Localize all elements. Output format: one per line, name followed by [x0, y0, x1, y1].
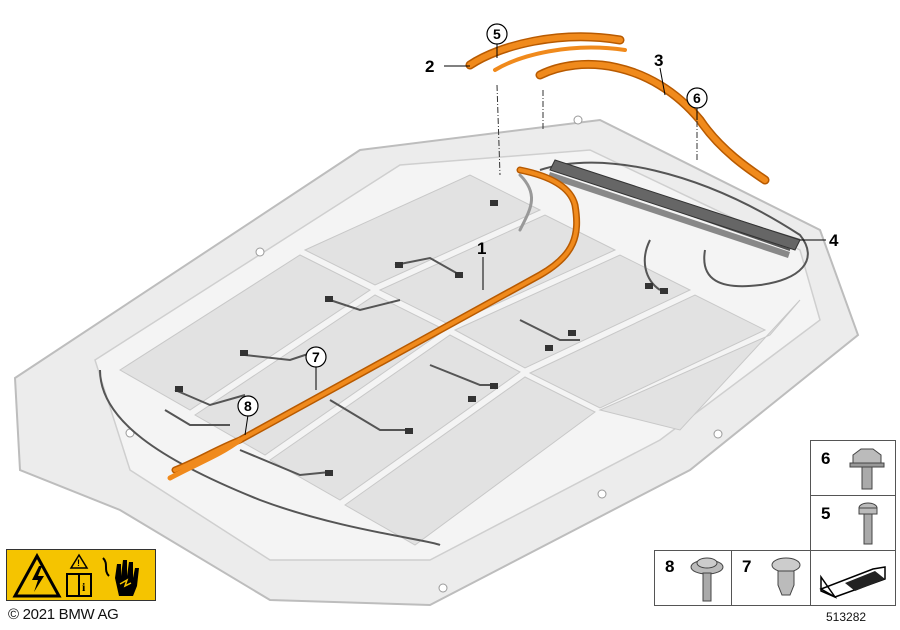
flange-bolt-icon [849, 448, 885, 490]
callout-2: 2 [425, 57, 434, 76]
callout-5: 5 [493, 26, 501, 42]
diagram-reference-number: 513282 [826, 610, 867, 624]
callout-5-circle: 5 [486, 23, 508, 45]
warning-icons: ! i [12, 552, 139, 598]
torx-screw-icon [858, 502, 878, 545]
callout-4: 4 [829, 231, 839, 250]
collar-screw-icon [690, 557, 724, 602]
direction-arrow-icon [819, 566, 886, 599]
high-voltage-warning-icon [12, 552, 62, 598]
hv-harness-main [167, 166, 581, 481]
callout-1: 1 [477, 239, 486, 258]
plastic-clip-icon [771, 557, 801, 596]
leader-lines [244, 44, 826, 436]
high-voltage-warning-label: ! i [6, 549, 156, 601]
controller-bar [548, 159, 801, 258]
svg-text:!: ! [77, 558, 80, 568]
parts-label-8: 8 [665, 557, 675, 576]
parts-cell-arrow [810, 550, 896, 606]
parts-cell-7: 7 [731, 550, 811, 606]
mounting-holes [125, 115, 723, 593]
callout-3: 3 [654, 51, 663, 70]
battery-modules [119, 174, 801, 546]
read-manual-icon: ! i [66, 553, 92, 597]
callout-7-circle: 7 [305, 346, 327, 368]
hv-line-upper [465, 32, 770, 185]
parts-cell-8: 8 [654, 550, 732, 606]
parts-label-6: 6 [821, 449, 831, 468]
parts-cell-6: 6 [810, 440, 896, 496]
callout-8-circle: 8 [237, 395, 259, 417]
parts-label-7: 7 [742, 557, 752, 576]
connectors [175, 200, 668, 476]
svg-text:i: i [82, 580, 86, 594]
parts-label-5: 5 [821, 504, 831, 523]
battery-housing [13, 115, 860, 607]
callout-6-circle: 6 [686, 87, 708, 109]
callout-6: 6 [693, 90, 701, 106]
callout-7: 7 [312, 349, 320, 365]
do-not-touch-icon [102, 557, 139, 596]
parts-cell-5: 5 [810, 495, 896, 551]
callout-8: 8 [244, 398, 252, 414]
copyright-notice: © 2021 BMW AG [8, 606, 119, 623]
